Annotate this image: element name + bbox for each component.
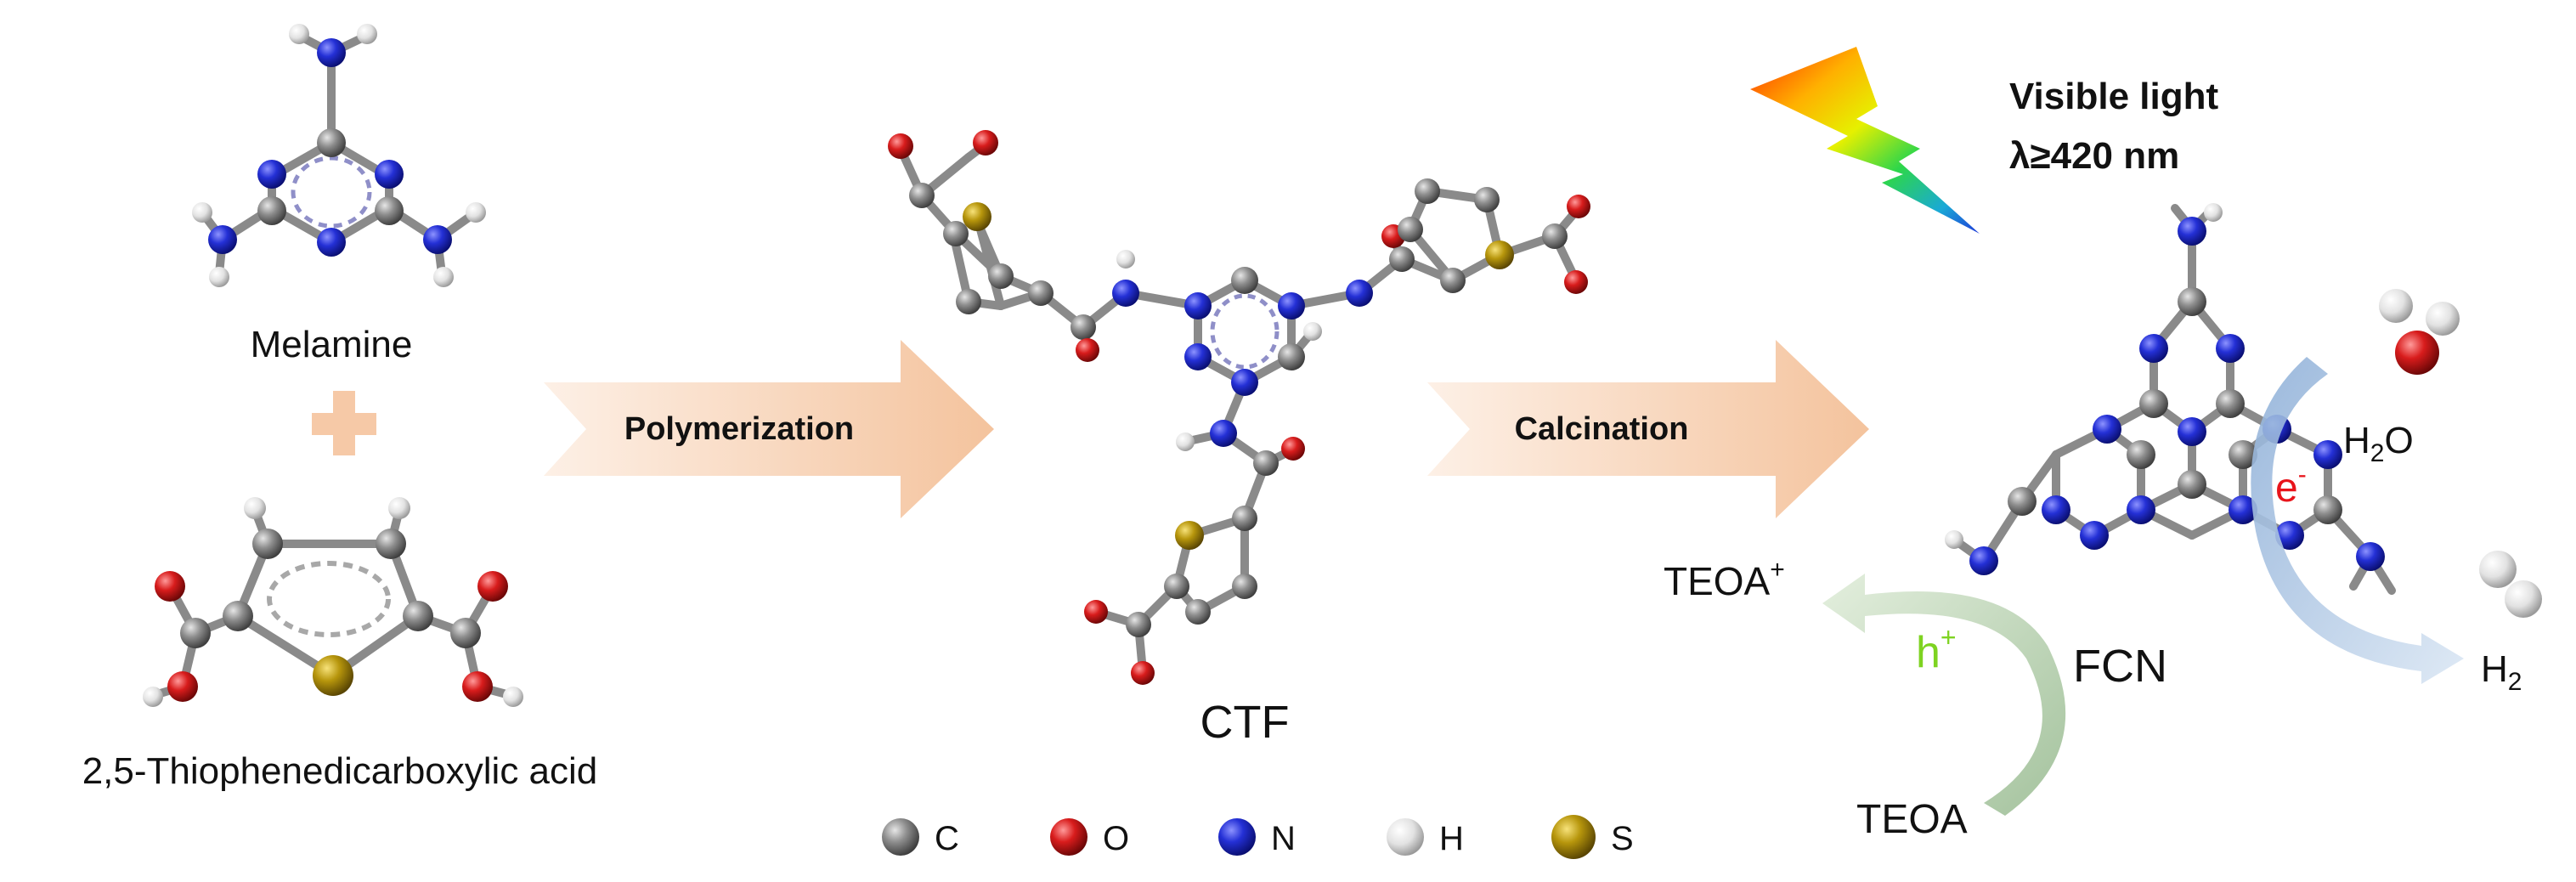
fcn-label: FCN — [2073, 641, 2167, 692]
legend-hydrogen-label: H — [1439, 820, 1464, 857]
water-molecule — [2379, 289, 2460, 375]
thiophene-acid-molecule — [143, 497, 523, 707]
polymerization-arrow — [544, 340, 994, 518]
melamine-label: Melamine — [251, 324, 413, 365]
legend-carbon-icon — [882, 818, 919, 856]
calcination-arrow — [1427, 340, 1869, 518]
hydrogen-molecule — [2479, 551, 2542, 618]
calcination-label: Calcination — [1515, 411, 1689, 447]
legend-oxygen-icon — [1050, 818, 1087, 856]
legend-sulfur-label: S — [1611, 820, 1634, 857]
legend-sulfur-icon — [1551, 815, 1596, 859]
electron-transfer-arrow — [2251, 357, 2464, 684]
ctf-molecule — [888, 130, 1590, 685]
ctf-label: CTF — [1200, 697, 1290, 748]
plus-sign — [312, 391, 376, 455]
fcn-molecule — [1945, 203, 2396, 595]
light-line1: Visible light — [2009, 76, 2218, 117]
legend-carbon-label: C — [935, 820, 959, 857]
visible-light-icon — [1750, 47, 1980, 234]
legend-oxygen-label: O — [1103, 820, 1129, 857]
teoa-label: TEOA — [1856, 797, 1968, 842]
atom-legend: C O N H S — [882, 815, 1634, 859]
hole-transfer-arrow — [1822, 574, 2066, 816]
light-line2: λ≥420 nm — [2009, 135, 2179, 177]
legend-nitrogen-label: N — [1271, 820, 1296, 857]
legend-hydrogen-icon — [1387, 818, 1424, 856]
h2-label: H2 — [2481, 648, 2522, 696]
legend-nitrogen-icon — [1218, 818, 1256, 856]
hole-label: h+ — [1916, 622, 1957, 677]
electron-label: e- — [2275, 461, 2307, 511]
teoa-oxidized-label: TEOA+ — [1664, 556, 1785, 603]
polymerization-label: Polymerization — [624, 411, 854, 447]
melamine-molecule — [192, 24, 486, 287]
h2o-label: H2O — [2343, 420, 2414, 467]
acid-label: 2,5-Thiophenedicarboxylic acid — [82, 750, 598, 792]
